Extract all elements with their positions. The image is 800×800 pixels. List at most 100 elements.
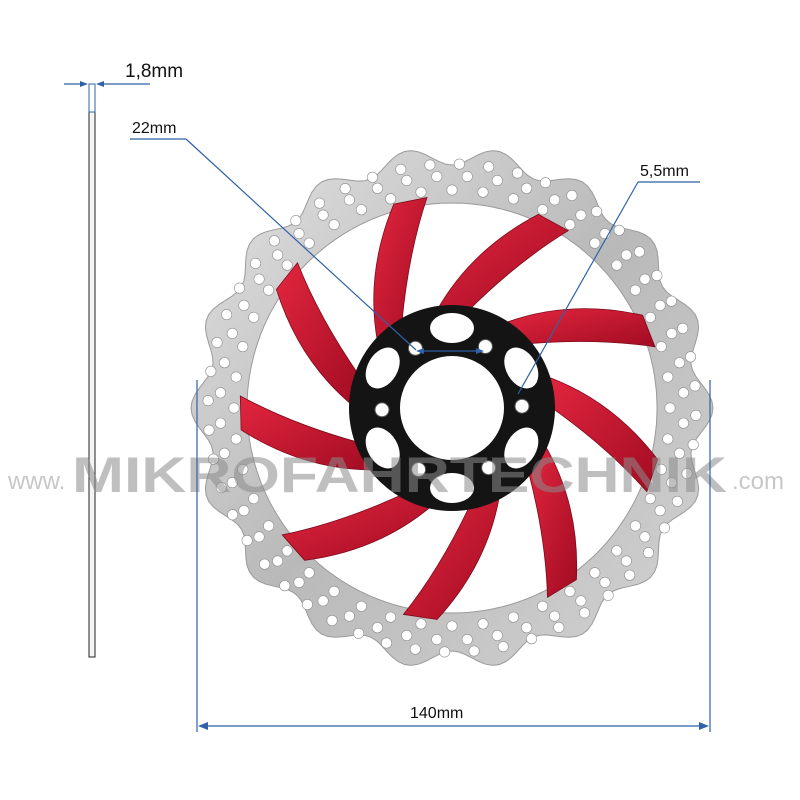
thickness-label: 1,8mm [125,61,183,82]
vent-hole [497,641,509,653]
vent-hole [253,531,265,543]
vent-hole [248,493,260,505]
spider-arm [373,196,428,345]
hub-cutouts [365,313,539,503]
vent-hole [248,311,260,323]
vent-hole [602,589,614,601]
hub-window [365,347,400,389]
vent-hole [215,482,227,494]
vent-hole [431,633,443,645]
spider-arm [402,492,501,620]
vent-hole [658,522,670,534]
vent-hole [226,327,238,339]
vent-hole [290,215,302,227]
vent-hole [624,569,636,581]
vent-hole [507,611,519,623]
vent-hole [639,273,651,285]
vent-hole [202,395,214,407]
vent-hole [599,576,611,588]
vent-hole [511,167,523,179]
vent-hole [671,495,683,507]
vent-hole [219,357,231,369]
vent-hole [317,209,329,221]
vent-hole [219,447,231,459]
vent-hole [690,409,702,421]
vent-hole [633,246,645,258]
spider-arm [239,395,377,471]
vent-hole [431,171,443,183]
vent-hole [241,534,253,546]
spider-arm [544,375,659,493]
vent-hole [666,327,678,339]
vent-hole [687,439,699,451]
hub-window [504,347,539,389]
vent-hole [521,182,533,194]
vent-hole [664,402,676,414]
vent-hole [549,610,561,622]
vent-hole [234,282,246,294]
vent-hole [537,600,549,612]
vent-hole [313,197,325,209]
bolt-hole [374,402,390,418]
vent-hole [268,235,280,247]
vent-hole [415,618,427,630]
vent-hole [343,610,355,622]
vent-hole [591,206,603,218]
hub-center-bore [400,356,504,460]
rotor-spider-arms [239,196,659,620]
vent-hole [564,585,576,597]
vent-hole [566,190,578,202]
vent-hole [317,595,329,607]
vent-hole [211,336,223,348]
vent-hole [380,637,392,649]
bolt-hole [411,462,427,477]
vent-hole [578,607,590,619]
vent-hole [272,555,284,567]
vent-hole [263,520,275,532]
vent-hole [215,417,227,429]
vent-hole [483,161,495,173]
vent-hole [666,477,678,489]
vent-hole [395,163,407,175]
vent-hole [215,387,227,399]
vent-hole [642,547,654,559]
side-profile-top-marker [88,83,96,113]
vent-hole [272,249,284,261]
vent-hole [689,380,701,392]
vent-hole [203,424,215,436]
vent-hole [328,219,340,231]
vent-hole [575,209,587,221]
vent-hole [409,643,421,655]
vent-hole [366,171,378,183]
spider-arm [275,262,360,408]
spider-arm [435,213,569,312]
vent-hole [461,171,473,183]
vent-hole [539,177,551,189]
vent-hole [401,175,413,187]
vent-hole [611,259,623,271]
rotor-hub [349,305,555,511]
thickness-dimension: 1,8mm [64,61,183,87]
vent-hole [654,299,666,311]
vent-hole [681,467,693,479]
vent-hole [629,284,641,296]
vent-hole [279,580,291,592]
vent-hole [665,295,677,307]
rotor-vent-holes [202,158,702,658]
diameter-label: 140mm [410,705,463,722]
vent-hole [281,545,293,557]
vent-hole [662,371,674,383]
vent-hole [238,505,250,517]
vent-hole [655,463,667,475]
bolt-hole-dimension: 5,5mm [517,163,700,395]
vent-hole [293,576,305,588]
vent-hole [575,595,587,607]
vent-hole [371,182,383,194]
vent-hole [227,509,239,521]
vent-hole [611,545,623,557]
vent-hole [415,186,427,198]
bolt-hole [477,339,493,354]
vent-hole [221,309,233,321]
vent-hole [685,351,697,363]
